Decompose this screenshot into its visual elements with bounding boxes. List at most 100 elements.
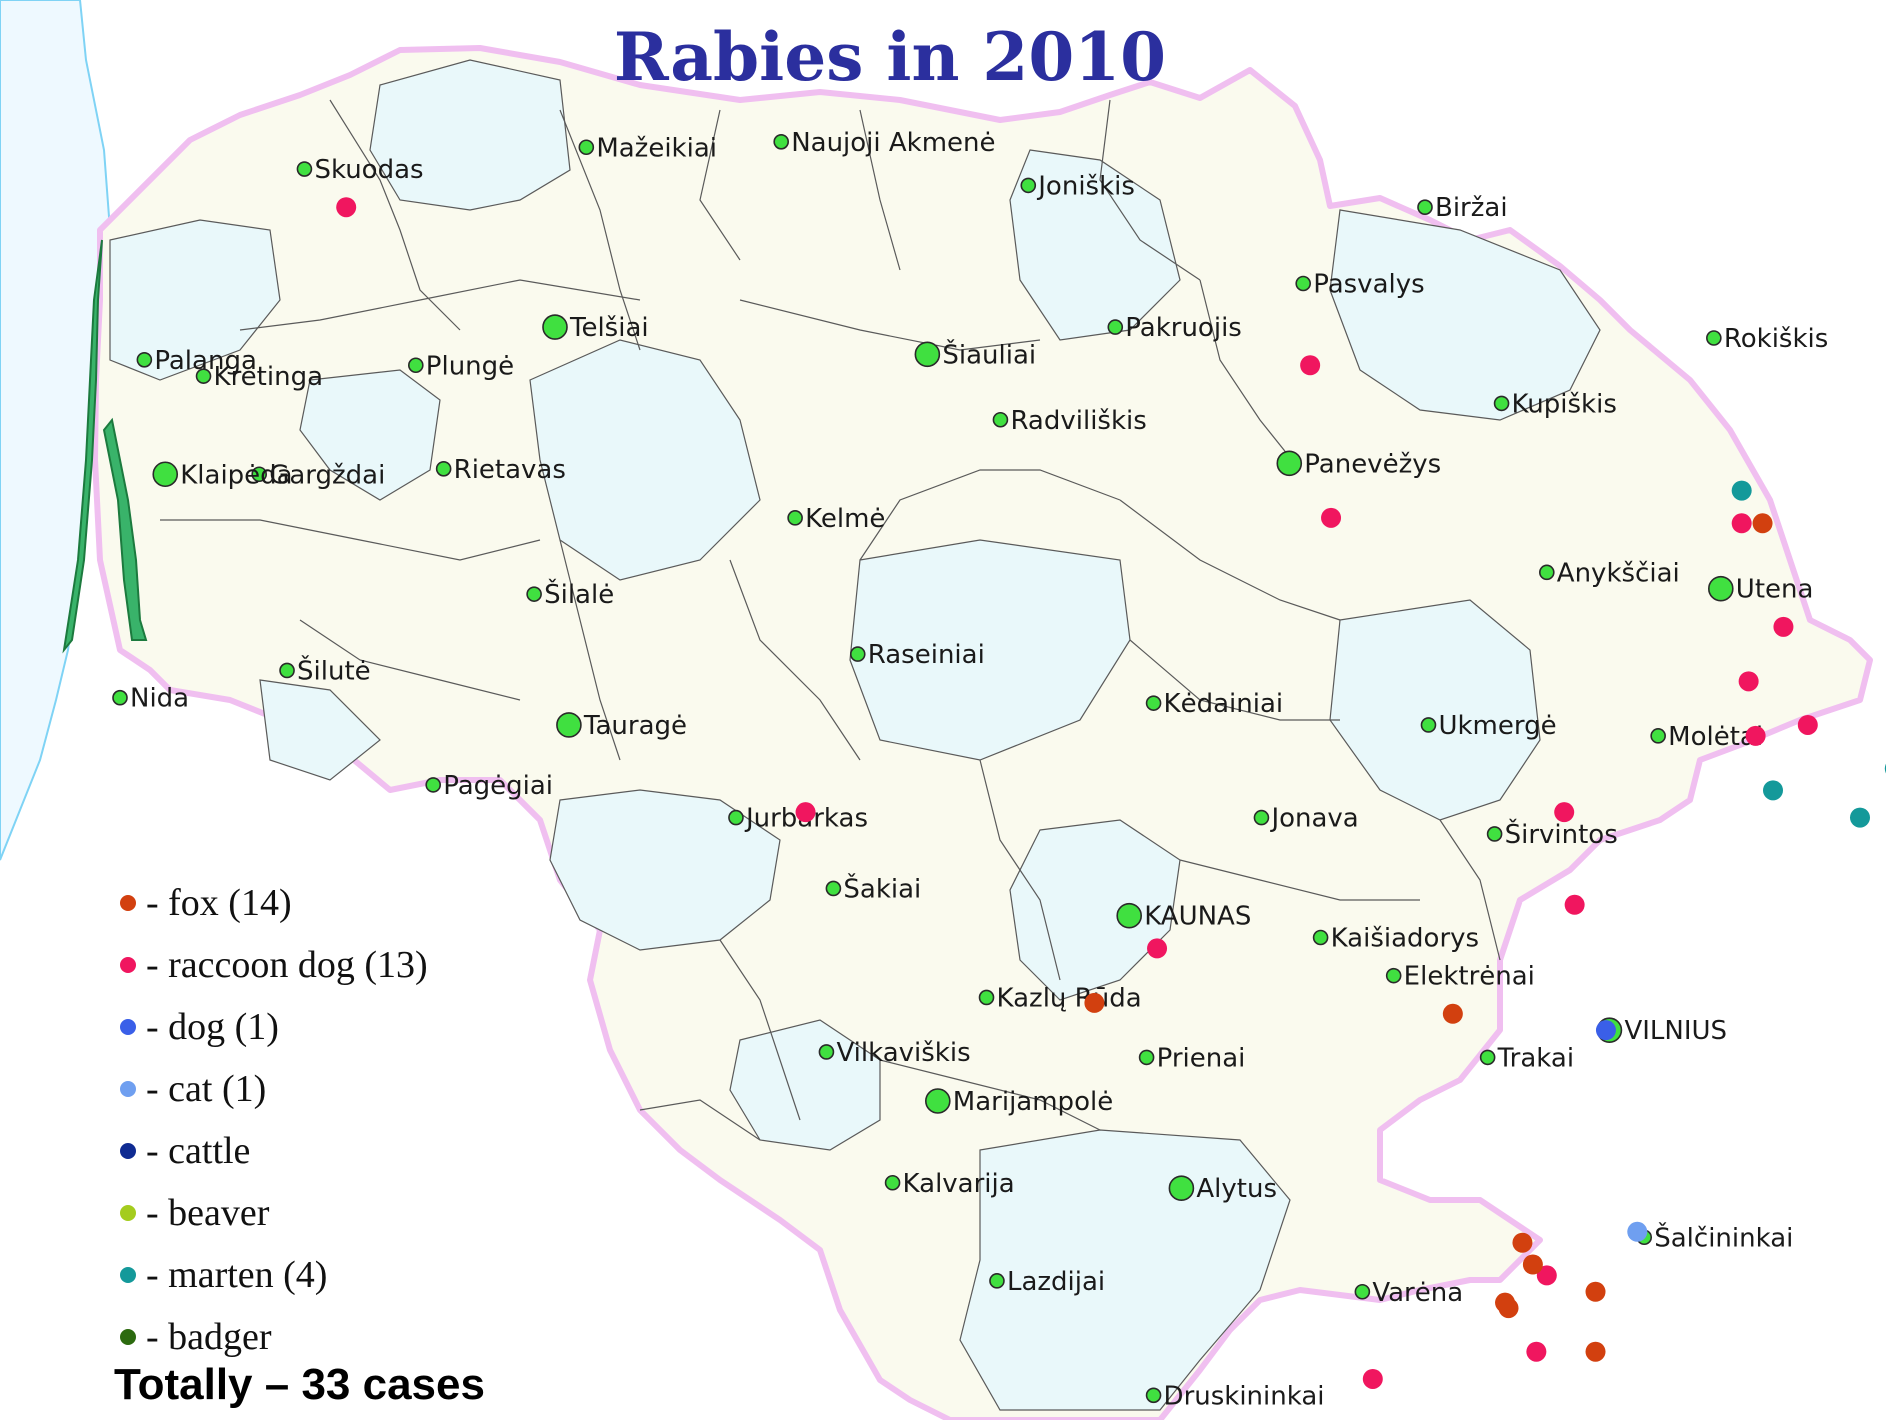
beaver-marker-icon <box>120 1205 136 1221</box>
municipality-boundary <box>239 279 641 331</box>
town-dot <box>136 351 153 368</box>
town-dot <box>978 989 995 1006</box>
raccoon-dog-case-marker <box>1147 938 1168 959</box>
fox-case-marker <box>1752 513 1773 534</box>
town-dot <box>1145 695 1162 711</box>
legend-label-fox: - fox (14) <box>146 882 292 924</box>
town-dot <box>152 461 179 488</box>
town-dot <box>1276 450 1303 477</box>
municipality-boundary <box>1129 639 1340 721</box>
town-label: Vilkaviškis <box>836 1038 970 1068</box>
town-marker: Marijampolė <box>924 1087 1113 1117</box>
town-dot <box>112 689 128 706</box>
municipality-boundary <box>559 539 621 761</box>
town-dot <box>825 880 842 897</box>
town-marker: Kelmė <box>787 504 885 534</box>
town-label: Kazlų Rūda <box>997 983 1142 1013</box>
lagoon-shore <box>102 417 148 641</box>
municipality-region <box>849 539 1131 761</box>
town-label: Utena <box>1736 575 1814 605</box>
legend-label-cat: - cat (1) <box>146 1068 267 1110</box>
town-marker: Rokiškis <box>1706 324 1828 354</box>
legend-label-badger: - badger <box>146 1316 272 1358</box>
fox-case-marker <box>1522 1254 1543 1275</box>
town-label: Tauragė <box>583 711 687 741</box>
town-dot <box>1417 199 1433 215</box>
fox-case-marker <box>1585 1281 1606 1302</box>
municipality-region <box>549 789 781 951</box>
municipality-boundary <box>979 759 1061 981</box>
marten-case-marker <box>1731 480 1752 501</box>
municipality-region <box>529 339 761 581</box>
town-marker: Kaišiadorys <box>1312 924 1479 954</box>
legend-item-cat: - cat (1) <box>120 1058 428 1120</box>
municipality-region <box>259 679 381 781</box>
town-label: Prienai <box>1157 1043 1246 1073</box>
town-label: VILNIUS <box>1624 1016 1727 1046</box>
fox-marker-icon <box>120 895 136 911</box>
legend-item-dog: - dog (1) <box>120 996 428 1058</box>
marten-case-marker <box>1763 780 1783 801</box>
town-dot <box>1420 717 1437 733</box>
town-marker: Kazlų Rūda <box>978 983 1142 1013</box>
town-dot <box>1020 177 1037 194</box>
town-label: Rietavas <box>454 455 566 485</box>
town-dot <box>1253 809 1270 826</box>
municipality-region <box>1009 149 1181 341</box>
town-label: Skuodas <box>314 155 423 185</box>
municipality-region <box>1329 599 1541 821</box>
town-marker: Kėdainiai <box>1145 689 1283 719</box>
badger-marker-icon <box>120 1329 136 1345</box>
town-marker: Alytus <box>1168 1174 1277 1204</box>
spit-shape <box>62 239 103 654</box>
town-dot <box>1145 1387 1162 1404</box>
municipality-boundary <box>739 299 1041 351</box>
town-marker: Plungė <box>407 351 514 381</box>
raccoon-dog-case-marker <box>1773 616 1794 637</box>
town-dot <box>818 1044 835 1060</box>
rabies-cases-layer <box>336 197 1886 1389</box>
town-label: Biržai <box>1435 193 1508 223</box>
town-dot <box>1116 902 1142 929</box>
legend-label-marten: - marten (4) <box>146 1254 328 1296</box>
town-marker: KAUNAS <box>1116 902 1251 932</box>
town-dot <box>1708 575 1734 602</box>
town-marker: Šilutė <box>279 654 371 686</box>
town-marker: Šiauliai <box>914 338 1036 370</box>
fox-case-marker <box>1084 992 1105 1013</box>
town-dot <box>1706 330 1722 346</box>
town-label: Jonava <box>1269 804 1358 834</box>
town-dot <box>884 1174 901 1191</box>
town-marker: Širvintos <box>1486 818 1618 850</box>
town-marker: Prienai <box>1138 1043 1246 1073</box>
town-dot <box>296 161 313 177</box>
raccoon-dog-case-marker <box>795 802 816 823</box>
town-label: Kaišiadorys <box>1331 924 1479 954</box>
town-label: Alytus <box>1196 1174 1277 1204</box>
town-dot <box>556 712 582 738</box>
municipality-region <box>1329 209 1601 421</box>
municipality-region <box>959 1129 1291 1411</box>
town-label: Telšiai <box>569 313 649 343</box>
legend: - fox (14) - raccoon dog (13) - dog (1) … <box>120 872 428 1368</box>
municipality-boundary <box>879 1059 1101 1131</box>
town-label: Druskininkai <box>1164 1381 1325 1411</box>
town-marker: Joniškis <box>1020 171 1135 201</box>
raccoon-dog-case-marker <box>1731 513 1752 534</box>
town-marker: Rietavas <box>435 455 566 485</box>
cattle-marker-icon <box>120 1143 136 1159</box>
town-dot <box>849 646 866 662</box>
fox-case-marker <box>1512 1232 1533 1253</box>
fox-case-marker <box>1498 1298 1519 1319</box>
town-label: Naujoji Akmenė <box>791 128 995 158</box>
town-marker: Raseiniai <box>849 640 985 670</box>
municipality-region <box>109 219 281 381</box>
municipality-boundary <box>1199 279 1301 471</box>
town-dot <box>542 314 568 340</box>
town-label: Kelmė <box>805 504 885 534</box>
dog-marker-icon <box>120 1019 136 1035</box>
town-label: Šakiai <box>843 872 921 904</box>
town-dot <box>1168 1175 1195 1201</box>
town-label: Kretinga <box>214 362 324 392</box>
